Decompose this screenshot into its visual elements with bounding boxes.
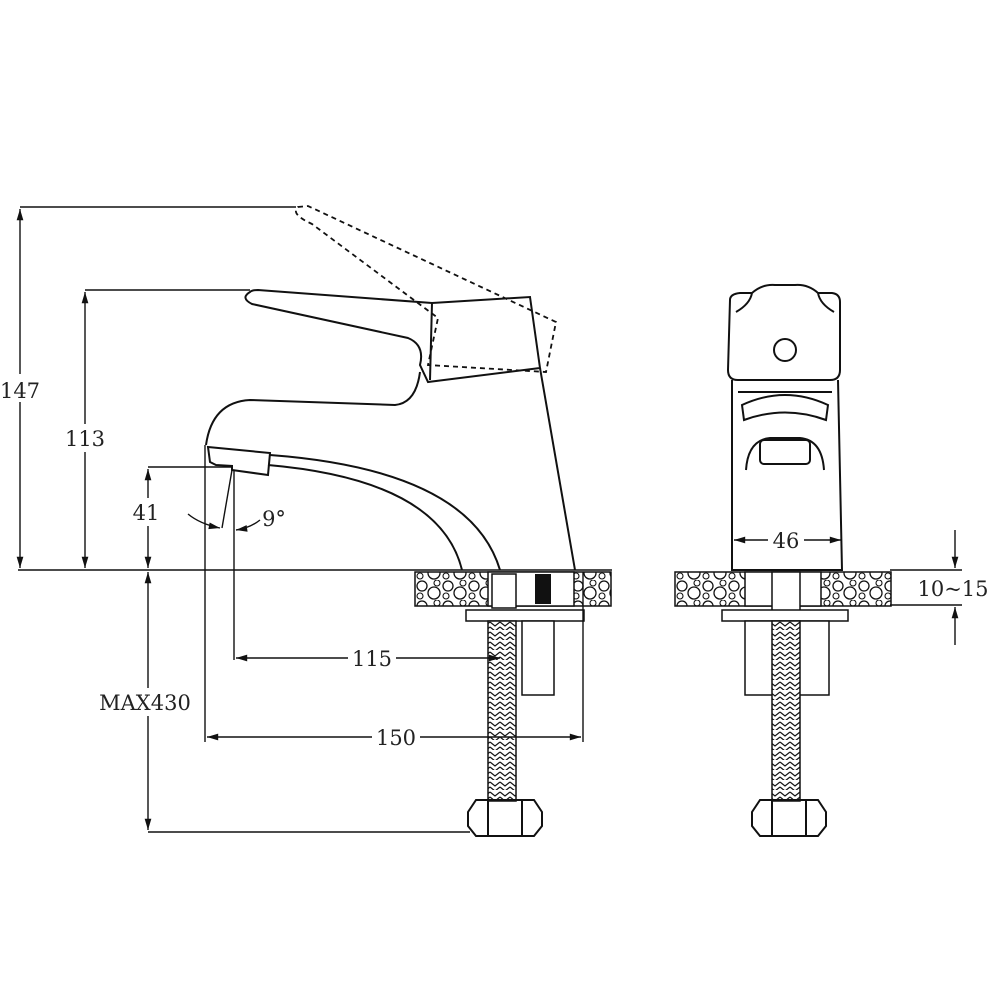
shank-section (535, 574, 551, 604)
indicator-button (773, 338, 797, 362)
hose-nut-front (751, 799, 827, 837)
braided-hose (487, 620, 517, 802)
dim-113-label: 113 (65, 427, 105, 451)
raised-lever-outline (294, 205, 558, 373)
angle-label: 9° (262, 507, 286, 531)
dim-115-label: 115 (352, 647, 392, 671)
dim-41-label: 41 (133, 501, 160, 525)
faucet-body (205, 367, 576, 571)
lever-joint (429, 302, 433, 381)
hose-nut (467, 799, 543, 837)
side-view (18, 205, 612, 837)
side-dimensions: 147 113 41 9° MAX430 115 150 (0, 206, 584, 833)
dim-10-15-label: 10~15 (917, 577, 988, 601)
hose-fitting-front (771, 571, 801, 613)
front-view (674, 283, 892, 837)
hose-fitting (491, 573, 517, 609)
mounting-plate-front (721, 609, 849, 622)
braided-hose-front (771, 620, 801, 802)
dim-147-label: 147 (0, 379, 40, 403)
front-dimensions: 46 10~15 (734, 527, 989, 645)
handle (726, 283, 841, 381)
dim-150-label: 150 (376, 726, 416, 750)
spout-underside (267, 454, 501, 571)
spout-opening (759, 439, 811, 465)
dim-max430-label: MAX430 (99, 691, 191, 715)
spout-nozzle (206, 445, 272, 477)
dim-46-label: 46 (773, 529, 800, 553)
lever (244, 288, 542, 384)
front-body (731, 379, 844, 571)
mounting-stud (521, 620, 555, 696)
mounting-plate (465, 609, 585, 622)
